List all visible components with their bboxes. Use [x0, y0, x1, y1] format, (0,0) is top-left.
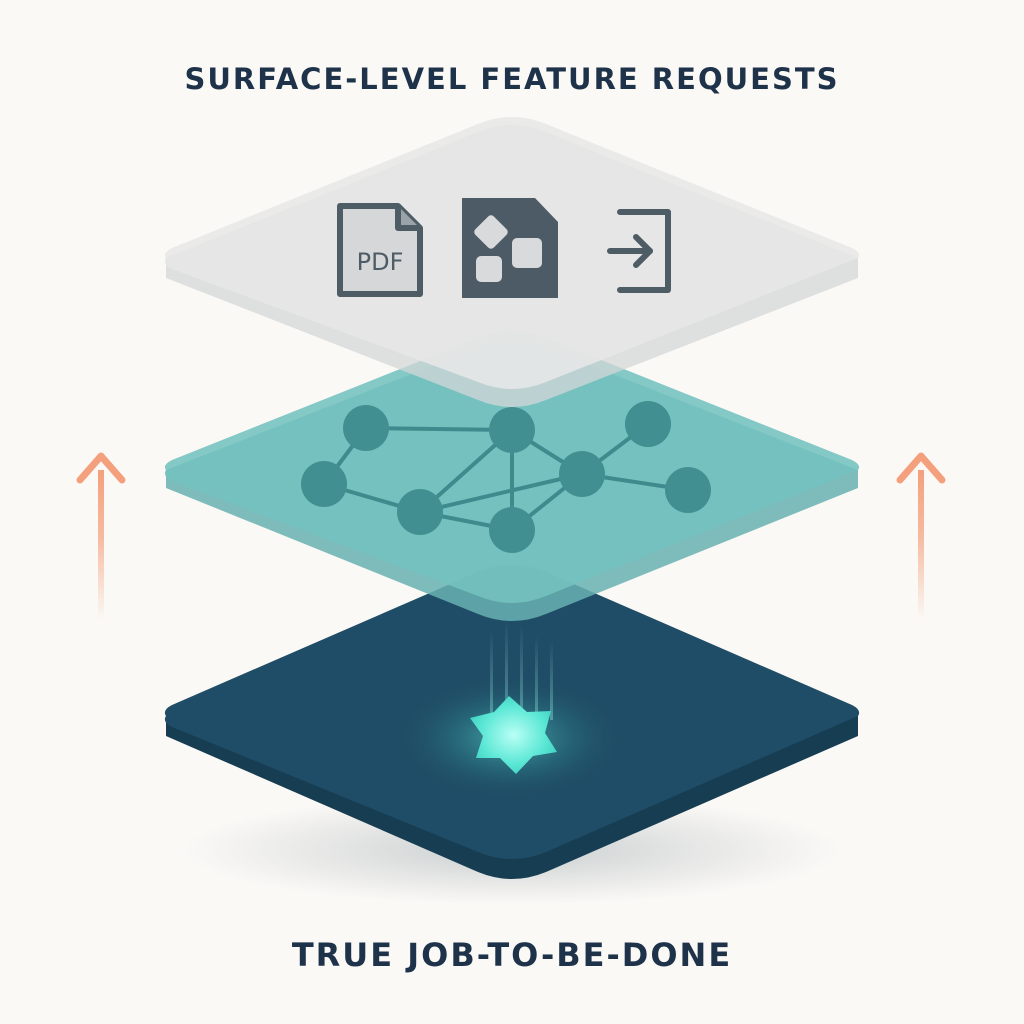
- surface-layer: PDF: [164, 117, 860, 407]
- graph-node: [301, 461, 347, 507]
- pdf-icon-text: PDF: [357, 248, 404, 276]
- graph-node: [489, 507, 535, 553]
- export-arrow-icon: [607, 209, 671, 293]
- shapes-file-icon: [462, 198, 558, 298]
- core-label: TRUE JOB-TO-BE-DONE: [291, 936, 733, 974]
- surface-label: SURFACE-LEVEL FEATURE REQUESTS: [184, 62, 840, 96]
- graph-node: [559, 451, 605, 497]
- core-star-icon: [470, 696, 557, 774]
- network-graph: [301, 401, 711, 553]
- pdf-file-icon: PDF: [337, 203, 423, 297]
- graph-node: [625, 401, 671, 447]
- middle-layer: [164, 331, 860, 621]
- graph-node: [397, 489, 443, 535]
- graph-node: [343, 405, 389, 451]
- graph-node: [489, 407, 535, 453]
- left-up-arrow: [76, 452, 126, 620]
- core-layer: [164, 565, 860, 905]
- graph-node: [665, 467, 711, 513]
- right-up-arrow: [896, 452, 946, 620]
